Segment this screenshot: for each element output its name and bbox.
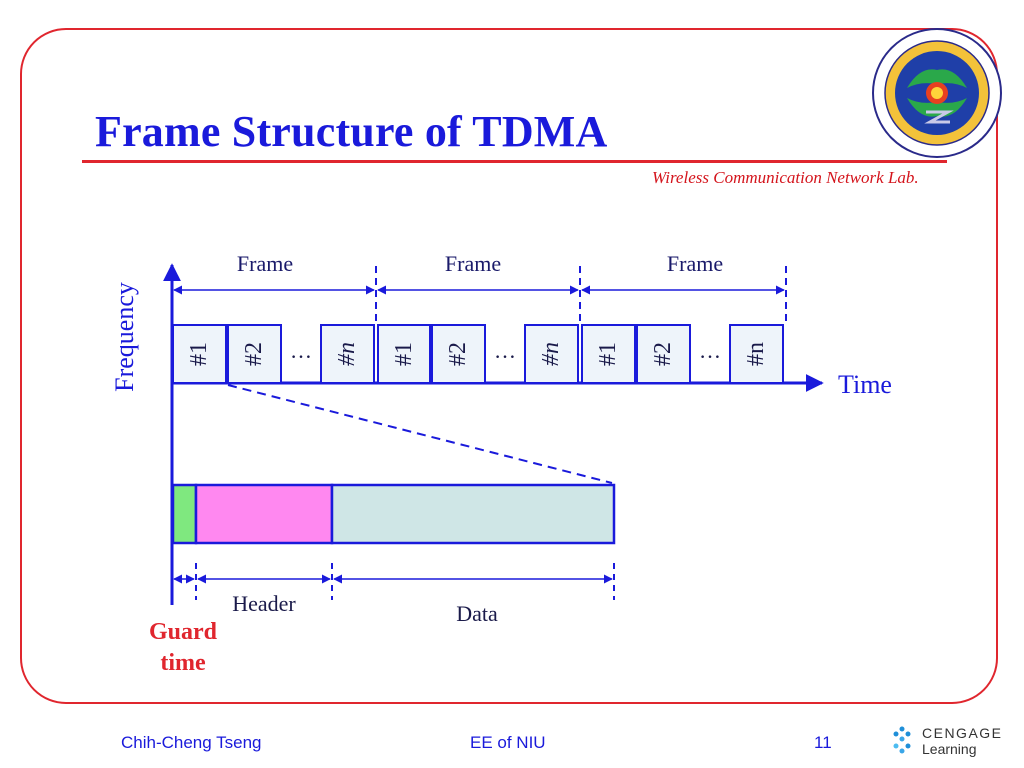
zoom-dashed-line [227, 384, 613, 484]
time-axis-label: Time [838, 370, 892, 399]
cengage-sub: Learning [922, 741, 977, 757]
cengage-brand: CENGAGE [922, 725, 1003, 741]
time-slot [729, 324, 784, 384]
page-title: Frame Structure of TDMA [95, 107, 608, 156]
slot-label: #n [538, 342, 564, 366]
cengage-learning-logo: CENGAGE Learning [893, 725, 1003, 757]
slot-label: #2 [650, 342, 676, 366]
header-label: Header [232, 591, 296, 616]
guard-time-label: Guard [149, 619, 218, 645]
slot-label: #n [334, 342, 360, 366]
data-segment [330, 483, 616, 545]
time-slot [172, 324, 227, 384]
slot-label: #n [743, 342, 769, 366]
guard-time-segment [171, 483, 198, 545]
frame-label: Frame [445, 251, 501, 276]
page-number: 11 [814, 733, 832, 752]
time-slot [431, 324, 486, 384]
university-seal-icon [872, 28, 1002, 158]
slot-ellipsis: … [699, 338, 721, 363]
time-slot [227, 324, 282, 384]
footer-author: Chih-Cheng Tseng [121, 733, 262, 752]
time-slot [377, 324, 431, 384]
slot-label: #1 [595, 342, 621, 366]
data-label: Data [456, 601, 498, 626]
time-slot [320, 324, 375, 384]
slot-label: #2 [241, 342, 267, 366]
time-slot [524, 324, 579, 384]
guard-time-label-2: time [160, 650, 206, 676]
time-slot [581, 324, 636, 384]
header-segment [194, 483, 334, 545]
slide-border [20, 28, 998, 704]
frequency-axis-label: Frequency [110, 282, 139, 392]
slot-label: #2 [445, 342, 471, 366]
footer-department: EE of NIU [470, 733, 546, 752]
slot-label: #1 [186, 342, 212, 366]
slot-ellipsis: … [494, 338, 516, 363]
frame-label: Frame [667, 251, 723, 276]
slot-label: #1 [391, 342, 417, 366]
slot-ellipsis: … [290, 338, 312, 363]
lab-name: Wireless Communication Network Lab. [652, 168, 919, 187]
time-slot [636, 324, 691, 384]
title-underline [82, 160, 947, 163]
frame-label: Frame [237, 251, 293, 276]
